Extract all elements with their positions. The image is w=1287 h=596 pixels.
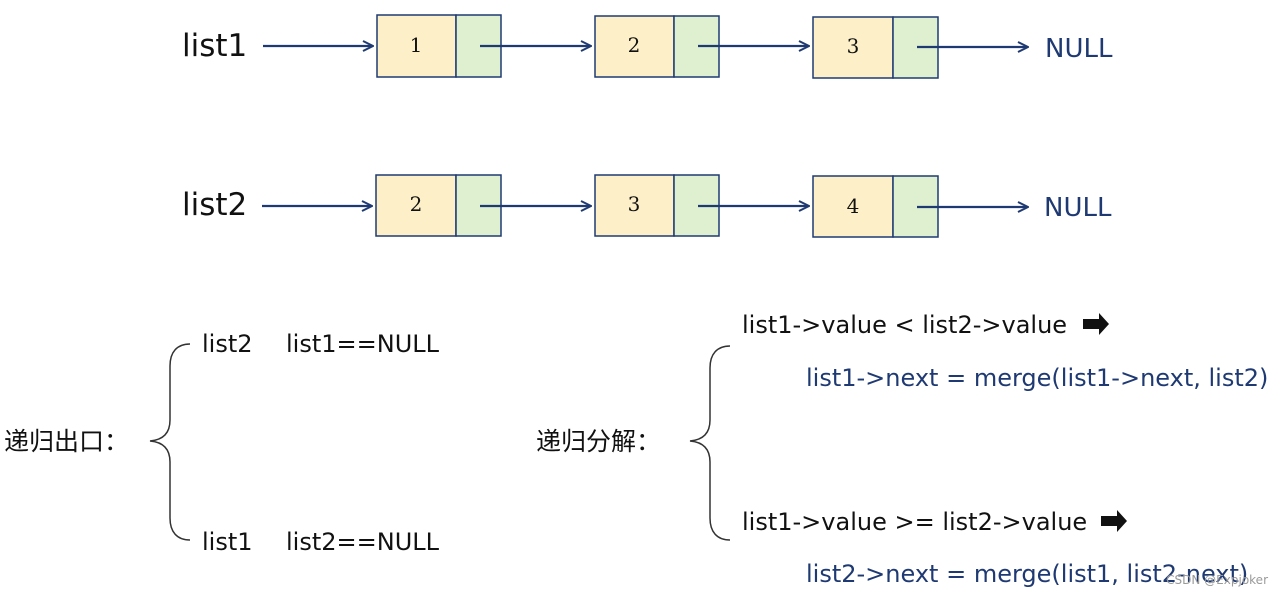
list2-node-1-value-cell: [375, 174, 457, 237]
recursive-case-1-condition: list1->value < list2->value: [742, 311, 1067, 339]
list1-node-3-value-cell: [812, 16, 894, 79]
recursive-case-section: 递归分解： list1->value < list2->value list1-…: [536, 311, 1268, 588]
list1-node-2-value-cell: [594, 15, 675, 78]
watermark-text: CSDN @Expjoker: [1166, 573, 1268, 587]
recursive-case-1-action: list1->next = merge(list1->next, list2): [806, 364, 1268, 392]
right-arrow-icon: [1083, 313, 1109, 335]
list1-node-1: 1: [376, 14, 502, 78]
list1-node-1-value: 1: [410, 33, 423, 57]
list1-null-label: NULL: [1045, 34, 1113, 64]
base-case-brace: [149, 343, 191, 541]
list2-null-label: NULL: [1044, 193, 1112, 223]
list2-node-2-value-cell: [594, 174, 675, 237]
list2-node-2-value: 3: [628, 192, 641, 216]
list1-node-2: 2: [594, 15, 720, 78]
base-case-1-condition: list1==NULL: [286, 330, 440, 358]
list2-node-3: 4: [812, 175, 939, 238]
recursive-case-label: 递归分解：: [536, 427, 661, 456]
list2-label: list2: [182, 187, 247, 223]
base-case-2-result: list1: [202, 528, 253, 556]
list2-node-1: 2: [375, 174, 502, 237]
recursive-case-brace: [689, 345, 731, 541]
list1-label: list1: [182, 28, 247, 64]
base-case-1-result: list2: [202, 330, 253, 358]
right-arrow-icon: [1101, 510, 1127, 532]
list2-node-3-value: 4: [847, 194, 860, 218]
recursive-case-2-action: list2->next = merge(list1, list2-next): [806, 560, 1248, 588]
base-case-section: 递归出口： list2 list1==NULL list1 list2==NUL…: [4, 330, 440, 556]
list1-node-3-value: 3: [847, 34, 860, 58]
list2-node-1-value: 2: [410, 192, 423, 216]
list2-node-3-value-cell: [812, 175, 894, 238]
recursive-case-2-condition: list1->value >= list2->value: [742, 508, 1087, 536]
base-case-label: 递归出口：: [4, 427, 129, 456]
list2-node-2: 3: [594, 174, 720, 237]
list2-row: list2 2 3 4 NULL: [182, 174, 1112, 238]
list1-row: list1 1 2 3 NULL: [182, 14, 1113, 79]
list1-node-2-value: 2: [628, 33, 641, 57]
base-case-2-condition: list2==NULL: [286, 528, 440, 556]
